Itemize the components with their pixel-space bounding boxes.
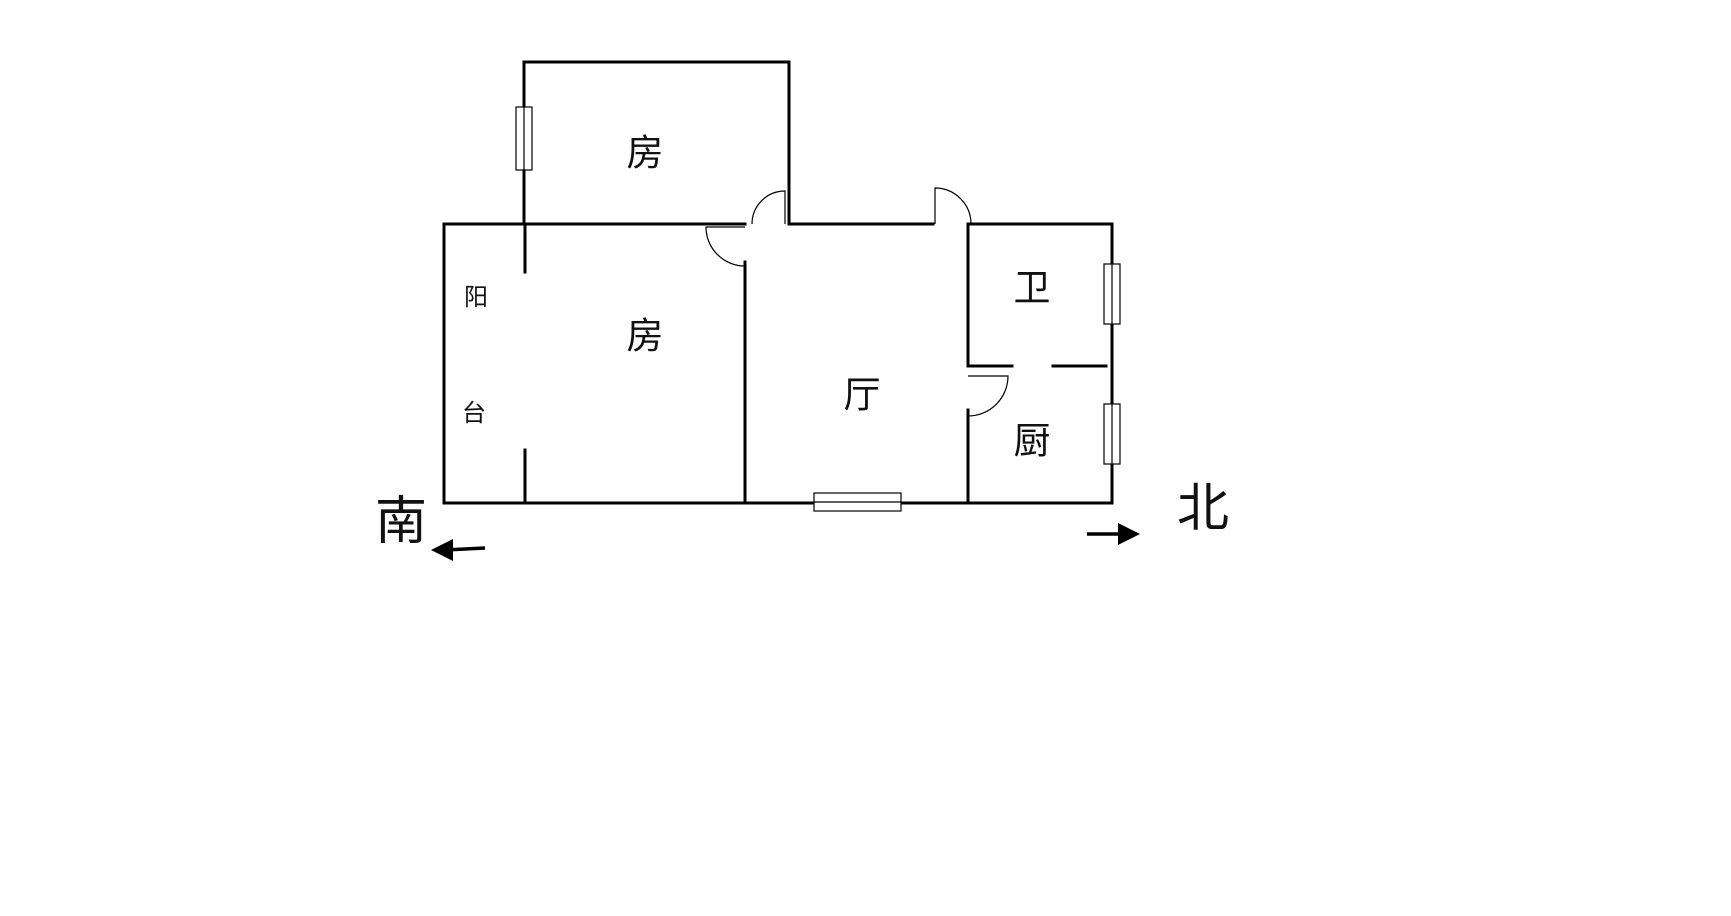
- arrow-left-icon: [431, 539, 486, 561]
- compass-north-label: 北: [1177, 479, 1229, 539]
- room-label-kitchen: 厨: [1014, 420, 1051, 463]
- door-swing-kitchen: [967, 375, 1009, 417]
- compass-south-label: 南: [375, 492, 427, 552]
- balcony-label-2: 台: [462, 399, 486, 427]
- windows: [515, 106, 1121, 512]
- room-label-living: 厅: [844, 374, 881, 417]
- arrow-right-icon: [1087, 523, 1140, 545]
- door-swing-entrance: [934, 187, 972, 225]
- room-label-top-bedroom: 房: [627, 132, 664, 175]
- balcony-label-1: 阳: [464, 283, 488, 311]
- door-swing-top-bedroom: [751, 190, 786, 225]
- door-swing-main-bedroom: [705, 226, 746, 267]
- room-label-main-bedroom: 房: [627, 315, 664, 358]
- room-label-bathroom: 卫: [1014, 267, 1051, 310]
- doors: [705, 187, 1009, 417]
- walls: [442, 60, 1114, 505]
